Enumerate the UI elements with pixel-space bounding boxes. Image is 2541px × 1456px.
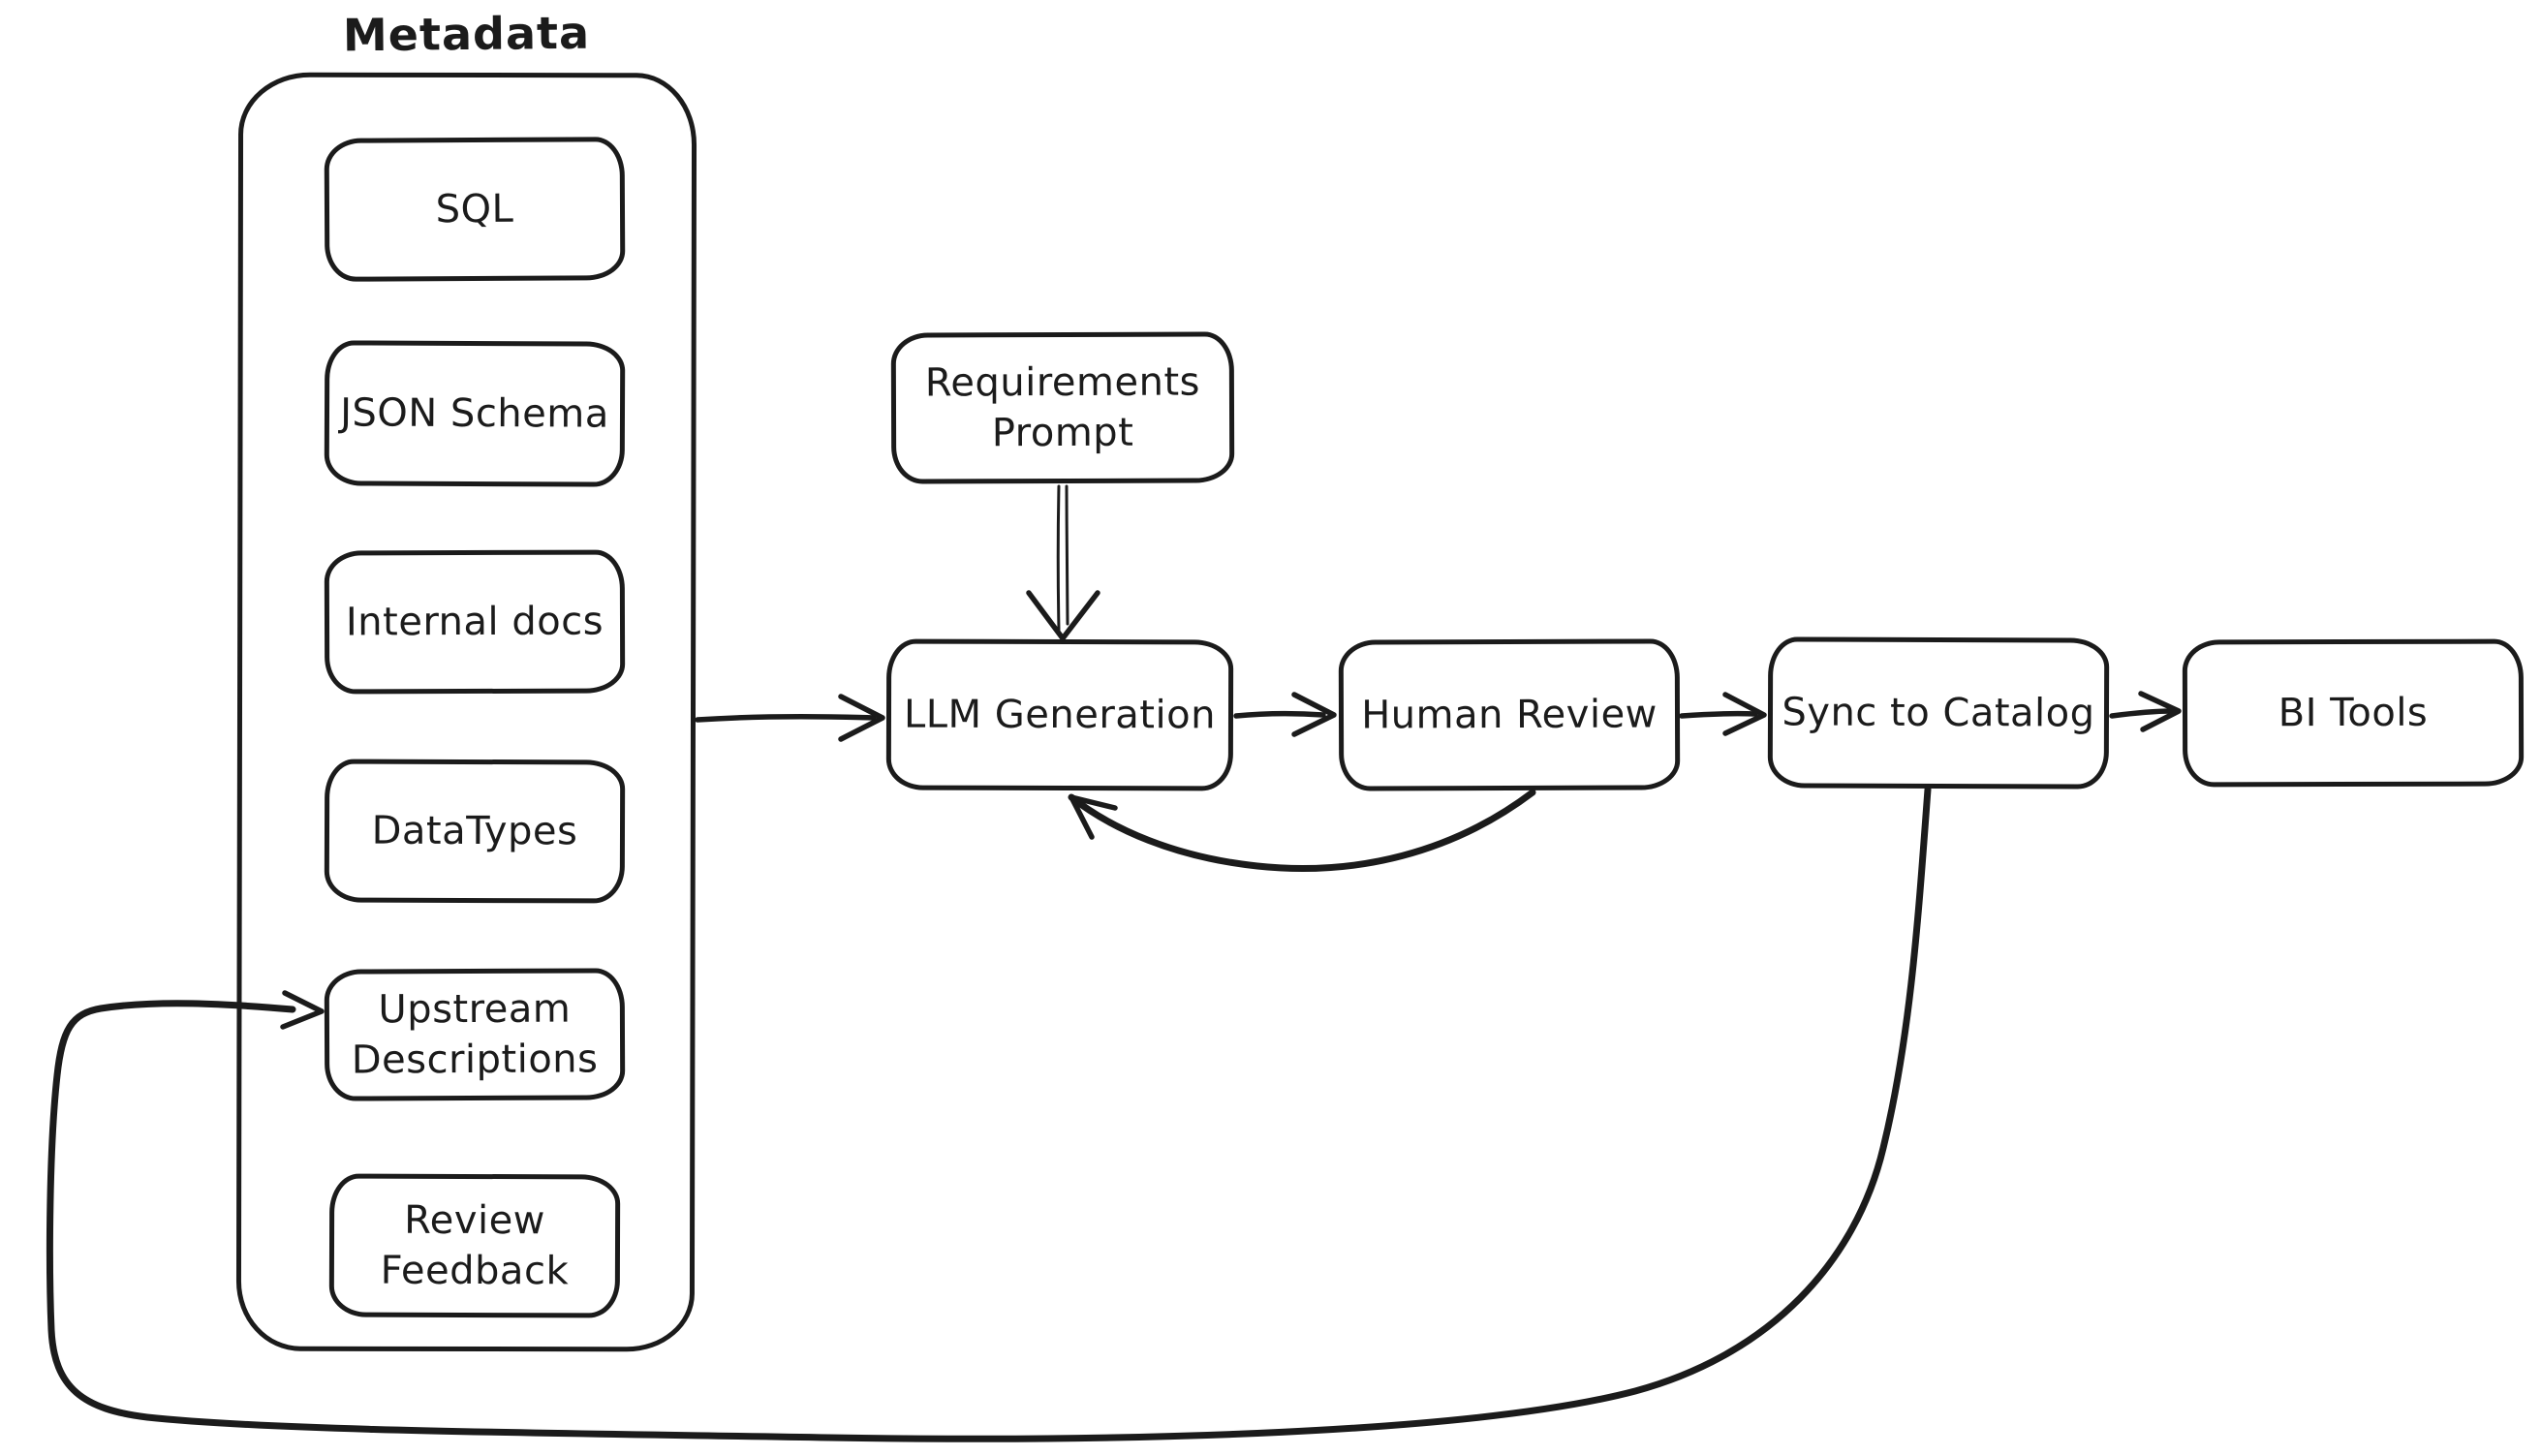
node-human-review: Human Review	[1338, 638, 1681, 791]
node-requirements-prompt: Requirements Prompt	[890, 331, 1235, 484]
node-sync-to-catalog-label: Sync to Catalog	[1782, 690, 2095, 736]
edge-human-review-to-llm-generation-feedback	[1068, 789, 1536, 872]
node-json-schema: JSON Schema	[324, 340, 626, 487]
node-review-feedback: Review Feedback	[328, 1173, 621, 1318]
node-review-feedback-label: Review Feedback	[380, 1197, 570, 1294]
edge-sync-to-catalog-to-bi-tools	[2109, 691, 2182, 732]
node-bi-tools-label: BI Tools	[2278, 690, 2429, 736]
node-internal-docs: Internal docs	[324, 549, 626, 695]
node-upstream-descriptions: Upstream Descriptions	[324, 968, 626, 1101]
node-internal-docs-label: Internal docs	[345, 599, 604, 645]
node-bi-tools: BI Tools	[2182, 638, 2525, 788]
node-sync-to-catalog: Sync to Catalog	[1767, 636, 2110, 790]
node-datatypes: DataTypes	[324, 759, 626, 904]
node-datatypes-label: DataTypes	[371, 808, 578, 854]
edge-llm-generation-to-human-review	[1233, 692, 1337, 737]
metadata-group-title: Metadata	[342, 6, 591, 62]
node-human-review-label: Human Review	[1361, 692, 1658, 738]
node-llm-generation: LLM Generation	[885, 638, 1234, 791]
node-json-schema-label: JSON Schema	[340, 390, 609, 437]
edge-human-review-to-sync-to-catalog	[1679, 692, 1767, 736]
edge-requirements-prompt-to-llm-generation	[1026, 484, 1100, 641]
node-upstream-descriptions-label: Upstream Descriptions	[351, 986, 599, 1083]
node-sql: SQL	[324, 137, 626, 282]
node-requirements-prompt-label: Requirements Prompt	[924, 359, 1201, 456]
node-llm-generation-label: LLM Generation	[903, 692, 1217, 738]
edge-metadata-to-llm-generation	[695, 694, 885, 742]
node-sql-label: SQL	[435, 186, 514, 232]
